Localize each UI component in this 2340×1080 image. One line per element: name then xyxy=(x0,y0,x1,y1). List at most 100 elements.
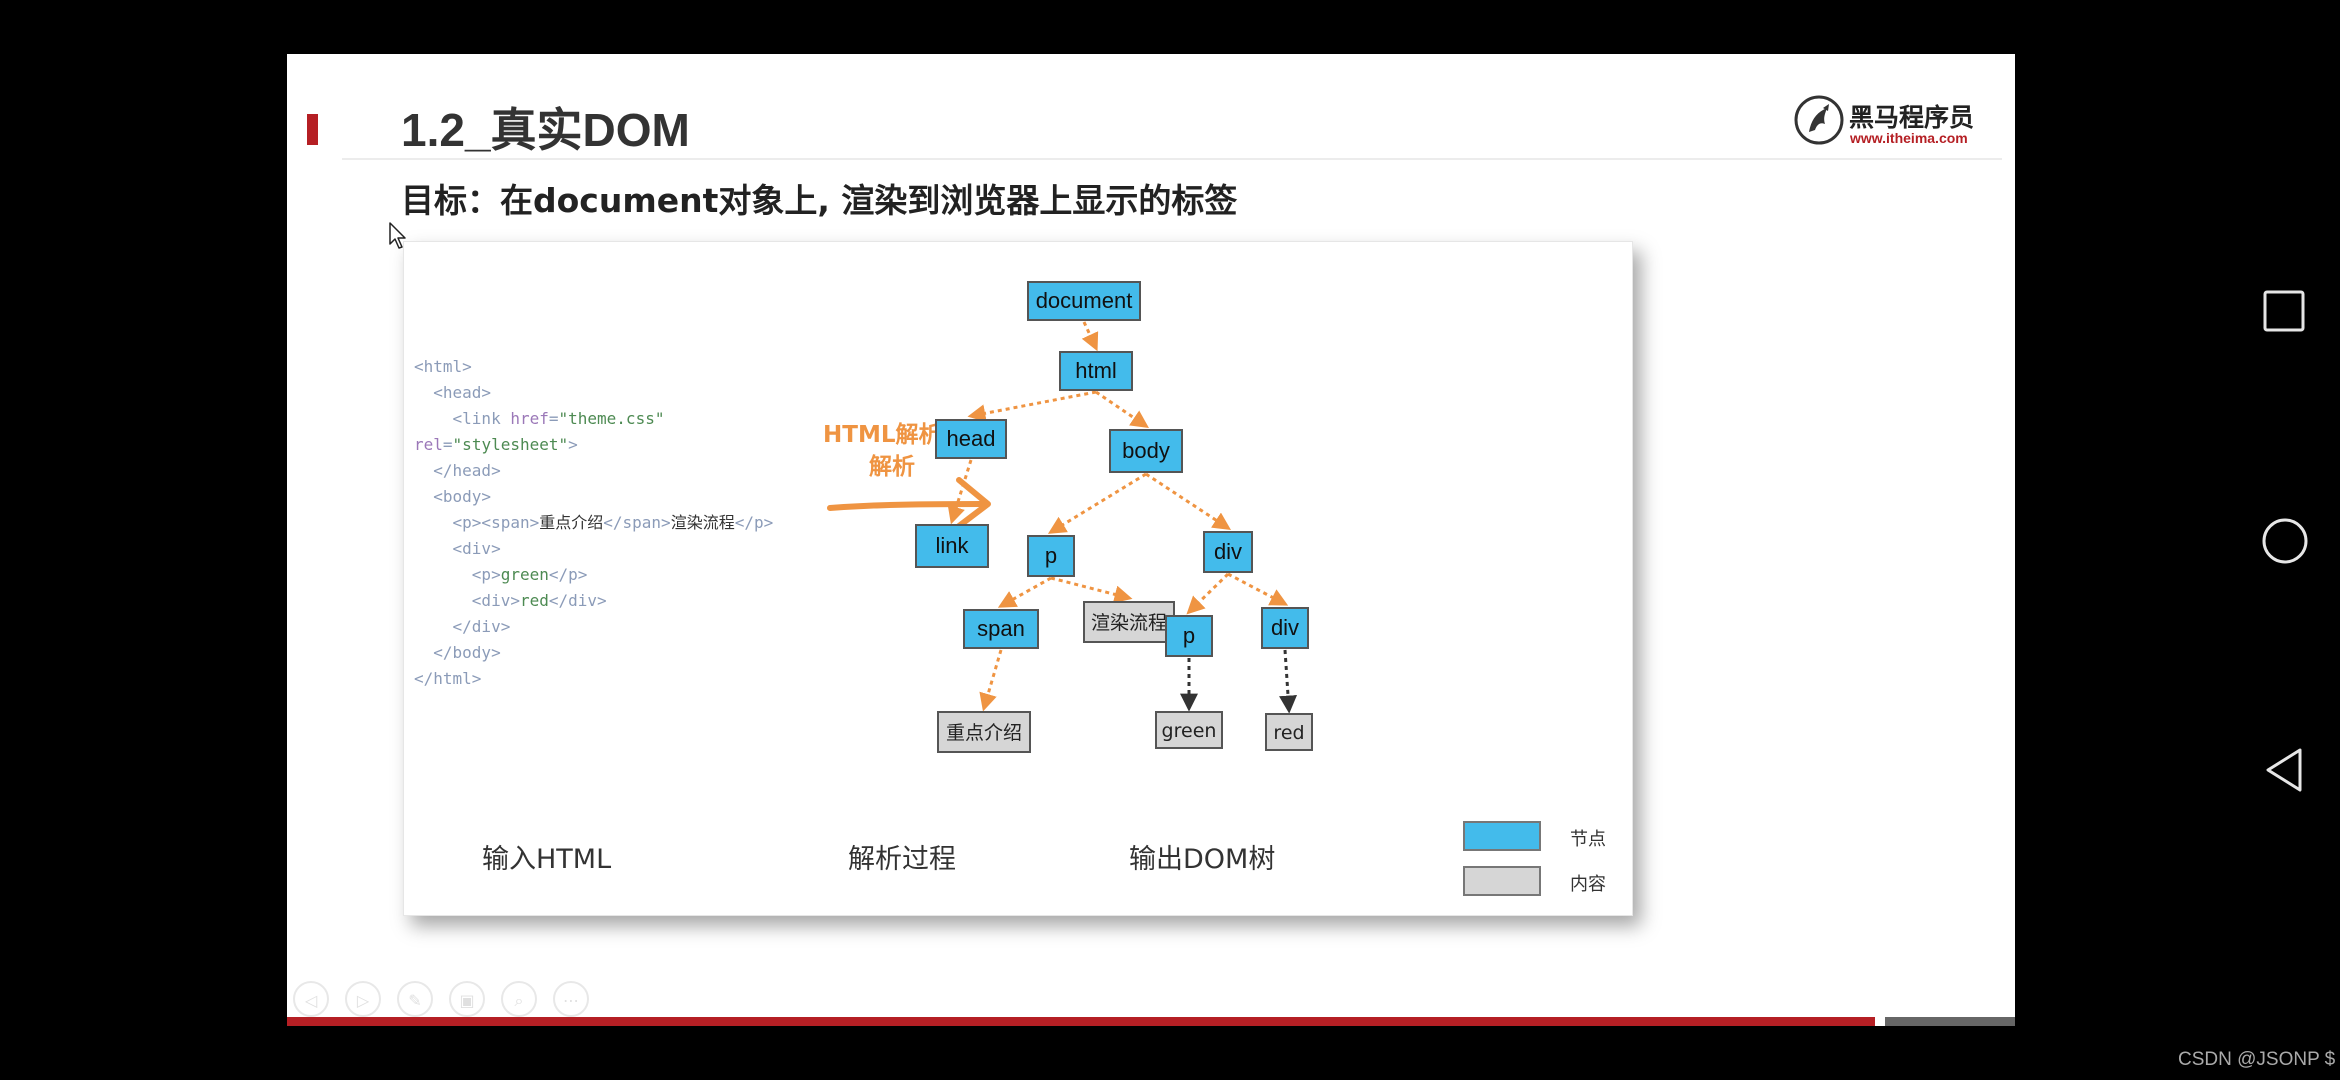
tree-edge-div2-text-red xyxy=(1279,649,1298,714)
tree-node-label: 渲染流程 xyxy=(1091,612,1167,634)
itheima-logo: 黑马程序员 www.itheima.com xyxy=(1793,94,1975,152)
tree-node-box xyxy=(937,711,1031,753)
tree-node-label: 重点介绍 xyxy=(946,722,1022,744)
tree-node-link: link xyxy=(915,524,989,568)
tree-edges xyxy=(947,321,1298,714)
code-line: <html> xyxy=(414,357,472,376)
tree-node-box xyxy=(1165,615,1213,657)
tree-edge-p1-span xyxy=(997,576,1052,608)
html-source-code: <html> <head> <link href="theme.css" rel=… xyxy=(414,354,773,692)
legend-node-label: 节点 xyxy=(1570,829,1606,850)
tree-nodes: document html head body link p div span 渲染流程 p div… xyxy=(915,281,1313,753)
tree-node-label: span xyxy=(977,616,1025,641)
tree-node-label: document xyxy=(1036,288,1133,313)
tree-node-box xyxy=(1155,711,1223,749)
slide-progress-bar[interactable] xyxy=(287,1017,2015,1026)
slide-progress-marker xyxy=(1875,1017,1885,1026)
tree-node-label: div xyxy=(1214,539,1242,564)
code-line: </html> xyxy=(414,669,482,688)
tree-node-text-green: green xyxy=(1155,711,1223,749)
tree-node-label: green xyxy=(1162,720,1217,742)
dom-tree-diagram: document html head body link p div span 渲染流程 p div… xyxy=(827,281,1313,753)
tree-edge-html-body xyxy=(1095,390,1149,429)
input-html-label: 输入HTML xyxy=(482,844,612,875)
tree-node-text-render: 渲染流程 xyxy=(1083,601,1175,643)
previous-icon[interactable]: ◁ xyxy=(293,981,329,1017)
home-circle-icon[interactable] xyxy=(2261,517,2309,565)
tree-node-text-intro: 重点介绍 xyxy=(937,711,1031,753)
code-line: rel="stylesheet"> xyxy=(414,435,578,454)
title-accent-bar xyxy=(307,114,318,145)
tree-node-p1: p xyxy=(1027,535,1075,577)
tree-node-box xyxy=(1027,281,1141,321)
more-icon[interactable]: ⋯ xyxy=(553,981,589,1017)
parse-arrow-icon xyxy=(827,477,991,529)
tree-edge-html-head xyxy=(967,390,1097,423)
mouse-cursor-icon xyxy=(389,222,406,249)
tree-node-box xyxy=(1203,531,1253,573)
logo-name: 黑马程序员 xyxy=(1849,103,1975,132)
code-line: </body> xyxy=(414,643,501,662)
tree-node-head: head xyxy=(935,419,1007,459)
tree-edge-span-text-intro xyxy=(979,649,1003,712)
tree-node-box xyxy=(1109,429,1183,473)
parse-process-label: 解析过程 xyxy=(848,844,956,875)
code-line: <div>red</div> xyxy=(414,591,607,610)
zoom-icon[interactable]: ⌕ xyxy=(501,981,537,1017)
tree-node-label: html xyxy=(1075,358,1117,383)
recents-square-icon[interactable] xyxy=(2262,289,2306,333)
tree-edge-div1-div2 xyxy=(1227,572,1289,606)
tree-node-div2: div xyxy=(1261,607,1309,649)
tree-edge-body-p1 xyxy=(1047,472,1147,534)
tree-edge-head-link xyxy=(947,459,973,525)
tree-node-label: red xyxy=(1273,722,1304,744)
code-line: <body> xyxy=(414,487,492,506)
tree-edge-p1-text-render xyxy=(1050,576,1133,604)
tree-node-label: body xyxy=(1122,438,1170,463)
dom-diagram-panel: <html> <head> <link href="theme.css" rel=… xyxy=(403,241,1633,916)
slide-title: 1.2_真实DOM xyxy=(401,104,690,156)
csdn-watermark: CSDN @JSONP $ xyxy=(2178,1049,2336,1070)
tree-node-span: span xyxy=(963,609,1039,649)
legend-node-swatch xyxy=(1463,821,1541,851)
title-divider xyxy=(342,158,2002,160)
next-icon[interactable]: ▷ xyxy=(345,981,381,1017)
slide-goal: 目标：在document对象上, 渲染到浏览器上显示的标签 xyxy=(401,181,1238,220)
tree-node-document: document xyxy=(1027,281,1141,321)
slides-icon[interactable]: ▣ xyxy=(449,981,485,1017)
tree-node-p2: p xyxy=(1165,615,1213,657)
pen-icon[interactable]: ✎ xyxy=(397,981,433,1017)
tree-node-label: head xyxy=(947,426,996,451)
tree-node-text-red: red xyxy=(1265,713,1313,751)
horse-logo-icon xyxy=(1794,95,1844,145)
code-line: </div> xyxy=(414,617,511,636)
tree-node-box xyxy=(963,609,1039,649)
logo-url: www.itheima.com xyxy=(1850,130,1968,146)
tree-node-label: link xyxy=(935,533,969,558)
tree-node-box xyxy=(915,524,989,568)
code-line: <p>green</p> xyxy=(414,565,588,584)
tree-node-label: p xyxy=(1045,543,1057,568)
code-line: <link href="theme.css" xyxy=(414,409,665,428)
output-dom-tree-label: 输出DOM树 xyxy=(1129,844,1276,875)
tree-node-body: body xyxy=(1109,429,1183,473)
legend-content-swatch xyxy=(1463,866,1541,896)
code-line: </head> xyxy=(414,461,501,480)
parse-label: 解析 xyxy=(869,454,915,480)
legend-content-label: 内容 xyxy=(1570,874,1606,895)
code-line: <p><span>重点介绍</span>渲染流程</p> xyxy=(414,513,774,532)
tree-node-box xyxy=(1059,351,1133,391)
tree-node-label: p xyxy=(1183,623,1195,648)
tree-node-box xyxy=(1027,535,1075,577)
code-line: <head> xyxy=(414,383,492,402)
slide-progress-fill xyxy=(287,1017,1875,1026)
tree-node-div1: div xyxy=(1203,531,1253,573)
tree-node-box xyxy=(1261,607,1309,649)
tree-node-box xyxy=(1265,713,1313,751)
tree-node-label: div xyxy=(1271,615,1299,640)
slide: 1.2_真实DOM 目标：在document对象上, 渲染到浏览器上显示的标签 … xyxy=(287,54,2015,1026)
tree-edge-body-div1 xyxy=(1145,472,1232,530)
back-triangle-icon[interactable] xyxy=(2262,746,2306,794)
tree-edge-document-html xyxy=(1081,321,1099,352)
tree-node-html: html xyxy=(1059,351,1133,391)
